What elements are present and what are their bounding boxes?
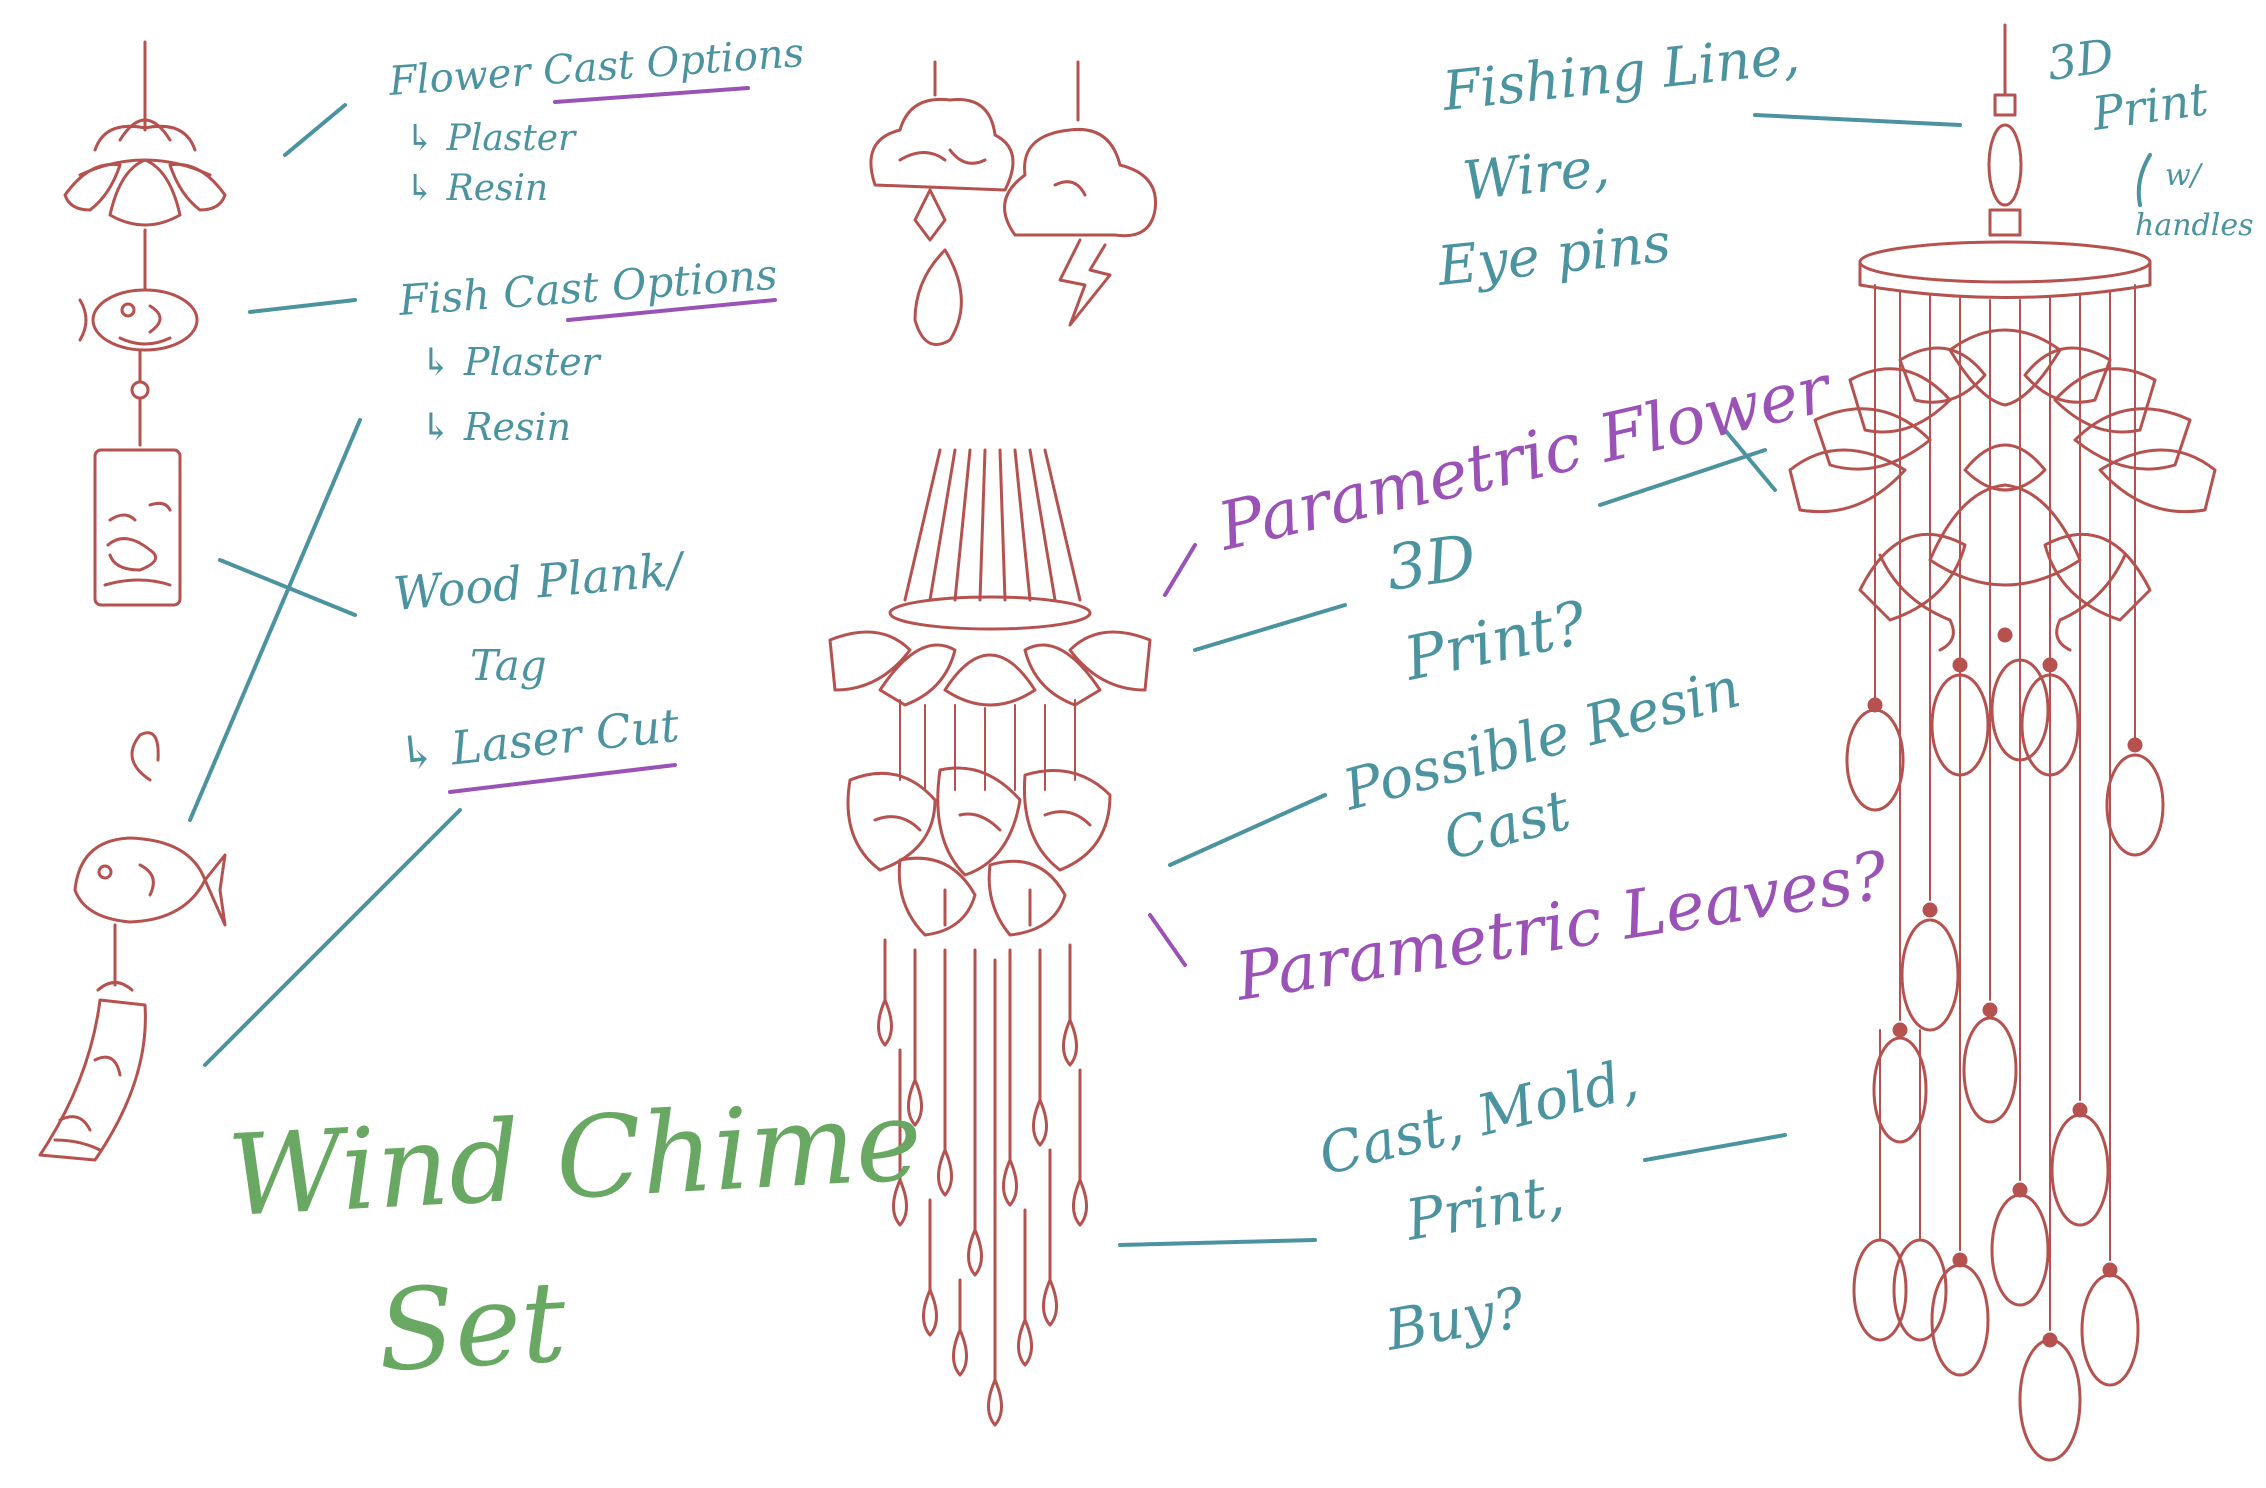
middle-strand-field [900,700,1075,790]
right-chime-beads [1869,629,2141,1346]
purple-underlines [450,88,1195,965]
fish-cast-title: Fish Cast Options [396,250,779,325]
set-title-line-2: Set [375,1257,571,1397]
middle-flower-top [830,632,1150,705]
left-chime-set [40,42,225,1160]
wood-plank-line-1: Wood Plank/ [391,542,689,621]
flower-cast-option-2: ↳ Resin [405,168,548,209]
fishing-line-label: Fishing Line, [1439,23,1803,123]
fish-bell-sketch [80,290,197,445]
right-chime-hanger [1989,25,2021,235]
right-chime-rings [1847,660,2163,1460]
print-3d-label: 3D [1382,520,1480,605]
right-chime-strings [1875,285,2135,1330]
flower-cast-option-1: ↳ Plaster [405,118,577,159]
print-label: Print, [1400,1162,1569,1254]
set-title-line-1: Wind Chime [225,1076,925,1242]
eye-pins-label: Eye pins [1434,211,1674,298]
print-question-label: Print? [1398,588,1594,695]
print3d-handles-a: 3D [2044,28,2117,91]
fish-cast-option-2: ↳ Resin [420,405,571,449]
right-chime-lotus [1790,330,2215,650]
fish-charm-sketch [40,733,225,1160]
middle-leaves [848,768,1110,935]
cast-mold-label: Cast, Mold, [1313,1047,1645,1189]
middle-chime-ring [890,597,1090,629]
print3d-handles-arrow [2139,155,2150,205]
cloud-earrings [871,62,1156,345]
flower-cast-title: Flower Cast Options [386,30,805,105]
middle-chime [830,450,1150,1425]
wire-label: Wire, [1460,135,1613,213]
right-chime-disc [1860,242,2150,298]
lotus-ornament-sketch [65,42,225,290]
print3d-handles-c: w/ [2165,158,2204,193]
cloud-earring-right [1005,62,1156,325]
fish-cast-option-1: ↳ Plaster [420,340,603,384]
wood-plank-line-2: Tag [470,641,547,690]
wood-tag-sketch [95,450,180,605]
print3d-handles-d: handles [2135,208,2253,243]
middle-chime-strings [905,450,1080,600]
parametric-leaves-label: Parametric Leaves? [1229,837,1893,1016]
cloud-earring-left [871,62,1013,345]
buy-label: Buy? [1380,1275,1530,1363]
